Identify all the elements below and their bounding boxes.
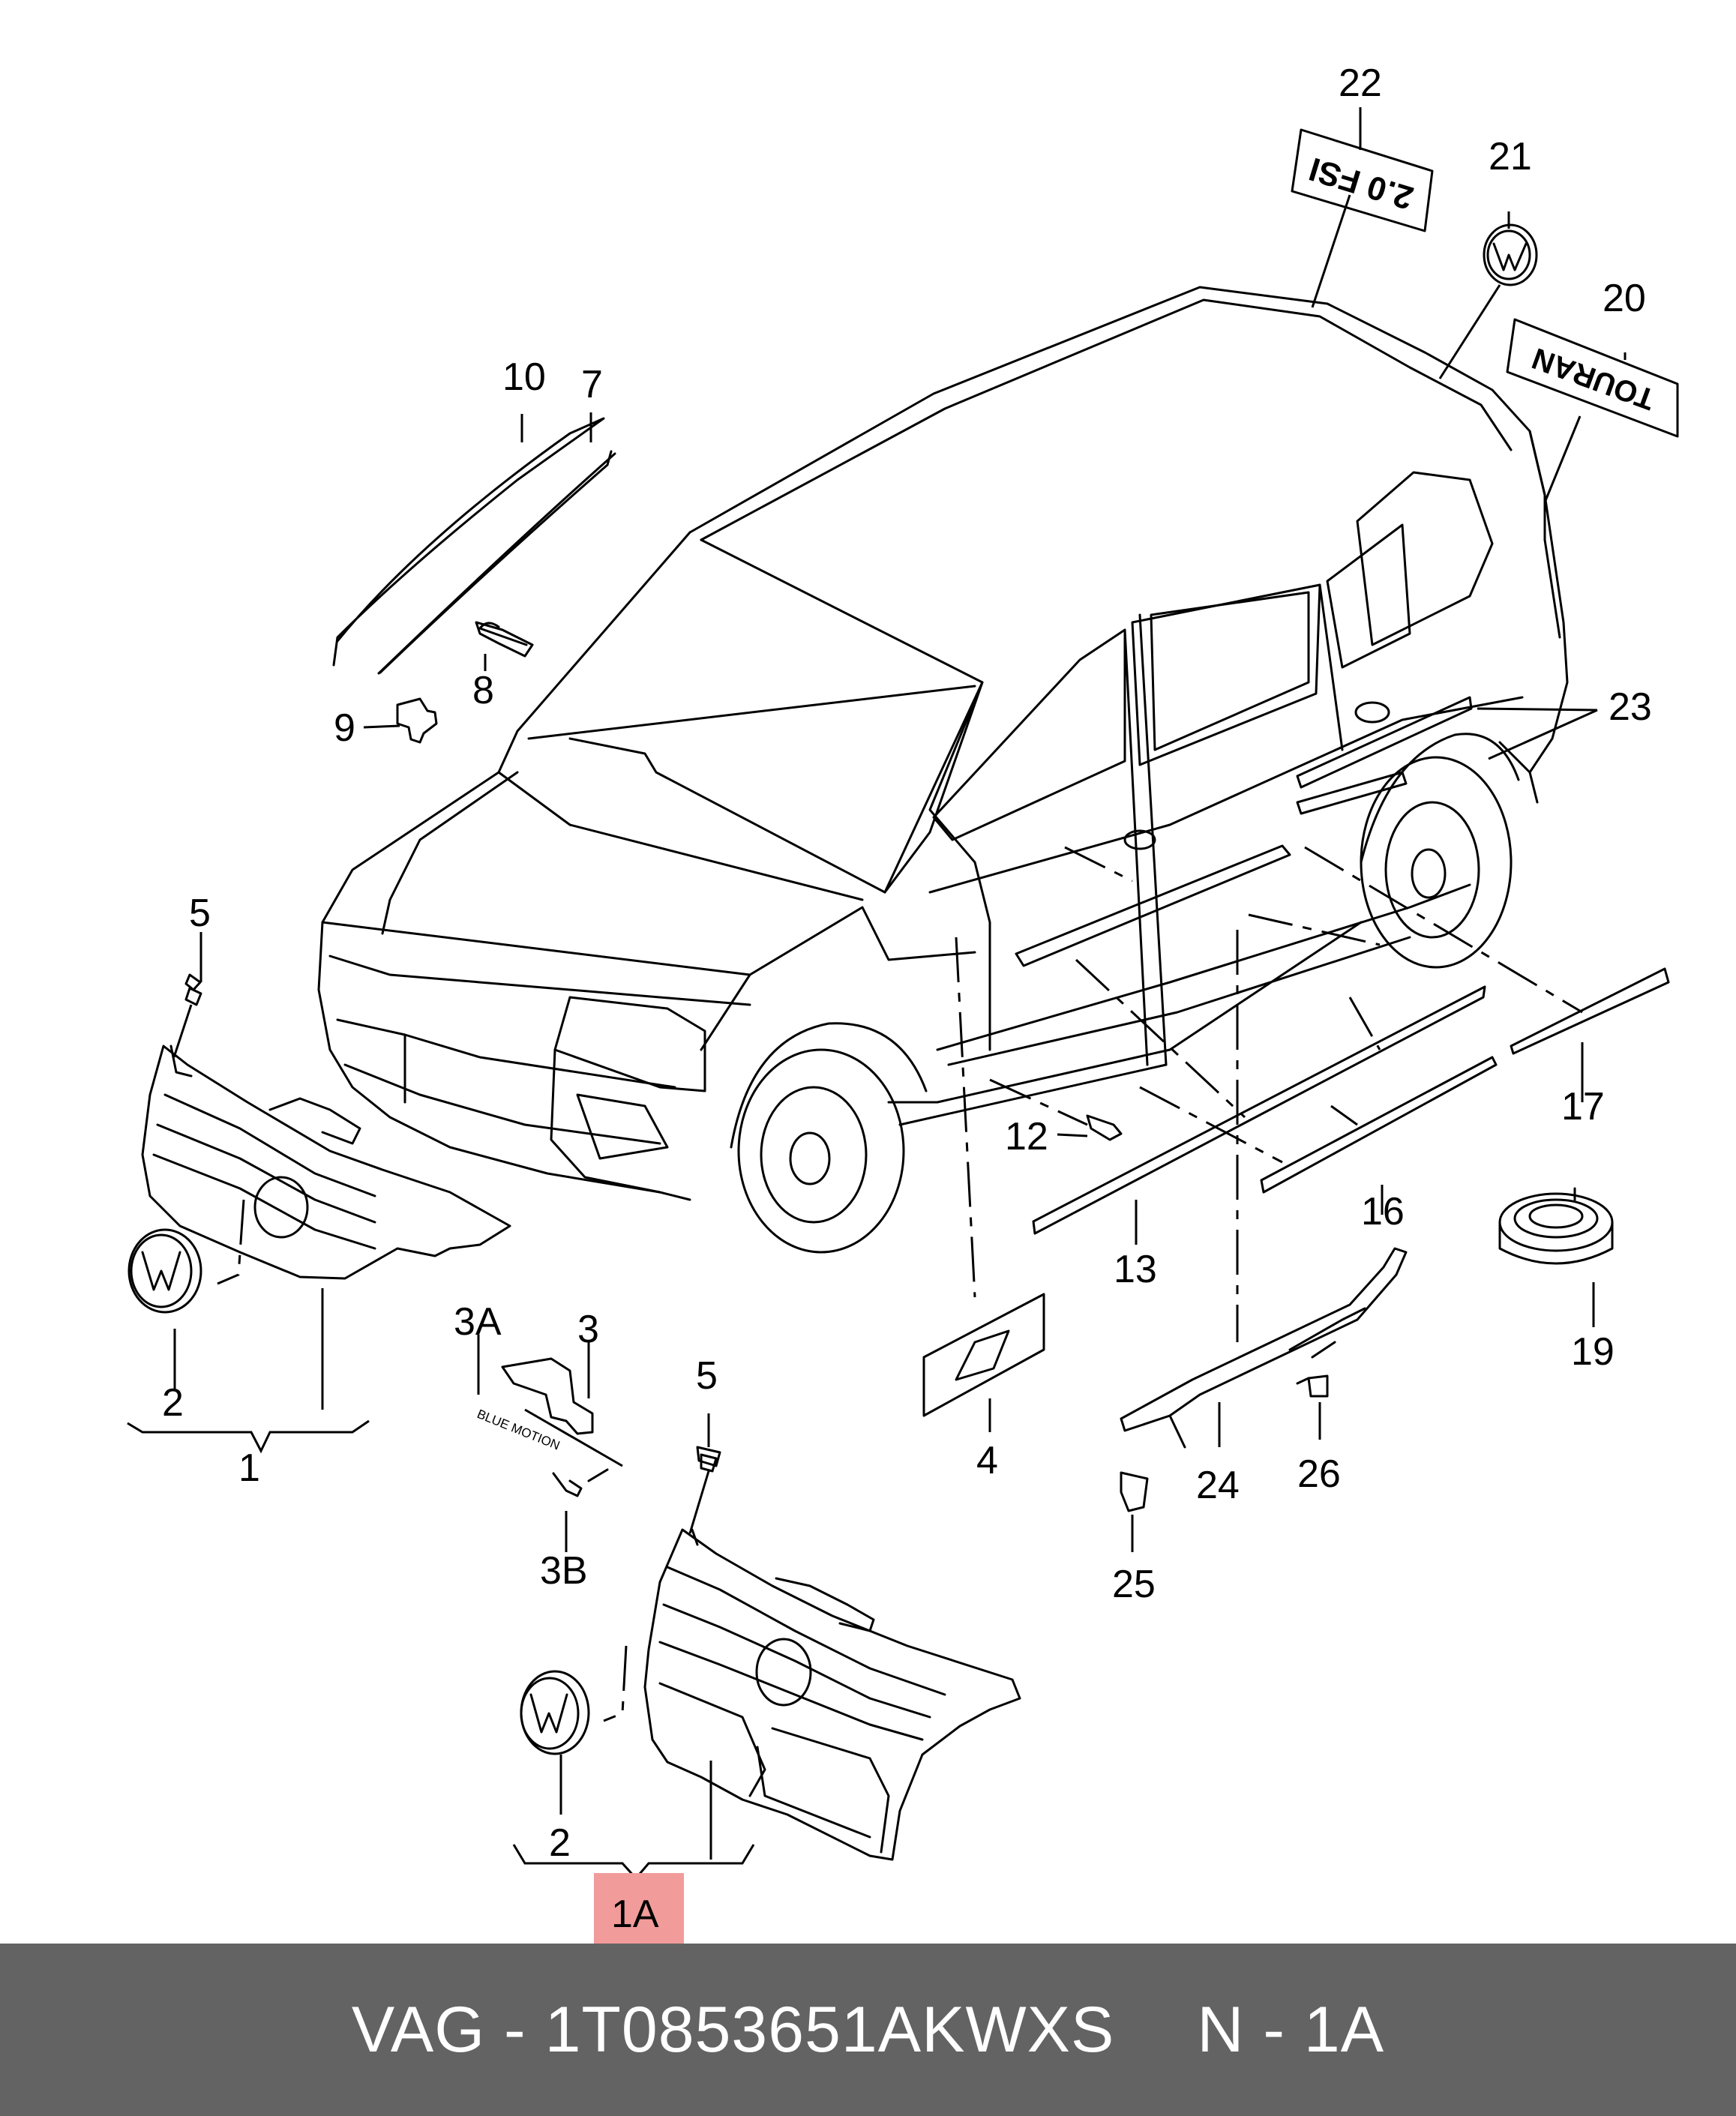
- sill-trim: [1120, 1247, 1408, 1512]
- screw-12: [1086, 1114, 1123, 1141]
- footer-ref-number: 1A: [1303, 1993, 1385, 2066]
- callout-17: 17: [1561, 1085, 1605, 1128]
- callout-16: 16: [1361, 1190, 1405, 1233]
- front-emblem-upper: [127, 1228, 202, 1314]
- r-badge: [922, 1293, 1045, 1417]
- roof-trim-strips: [332, 417, 616, 744]
- callout-1: 1: [238, 1446, 260, 1490]
- front-emblem-lower: [520, 1670, 590, 1755]
- callout-21: 21: [1489, 135, 1532, 178]
- footer-separator: -: [504, 1993, 526, 2066]
- callout-24: 24: [1196, 1464, 1240, 1507]
- callout-9: 9: [334, 706, 355, 750]
- adhesive-tape-roll: [1498, 1187, 1614, 1265]
- callout-20: 20: [1603, 277, 1646, 320]
- part-number-footer: VAG - 1T0853651AKWXS N - 1A: [0, 1944, 1736, 2116]
- bluemotion-text: BLUE MOTION: [475, 1407, 562, 1452]
- callout-25: 25: [1112, 1563, 1156, 1606]
- callout-7: 7: [581, 363, 603, 406]
- callout-12: 12: [1005, 1115, 1048, 1158]
- callout-22: 22: [1339, 61, 1382, 105]
- callout-10: 10: [502, 355, 546, 399]
- callout-23: 23: [1609, 685, 1652, 729]
- callout-19: 19: [1571, 1330, 1615, 1374]
- radiator-grille-1a: [643, 1453, 1021, 1861]
- footer-ref-separator: -: [1263, 1993, 1285, 2066]
- callout-26: 26: [1297, 1452, 1341, 1496]
- vehicle-outline: [317, 286, 1569, 1254]
- callout-5b: 5: [696, 1354, 718, 1398]
- callout-2b: 2: [549, 1821, 571, 1865]
- callout-2: 2: [162, 1381, 184, 1425]
- callout-3: 3: [577, 1308, 599, 1351]
- callout-1a: 1A: [611, 1893, 659, 1936]
- callout-13: 13: [1114, 1248, 1157, 1291]
- callout-5: 5: [189, 892, 211, 935]
- radiator-grille-1: [141, 973, 511, 1280]
- callout-3a: 3A: [454, 1300, 502, 1344]
- footer-part-number: 1T0853651AKWXS: [544, 1993, 1115, 2066]
- callout-3b: 3B: [540, 1549, 588, 1593]
- dashed-guides: [217, 846, 1583, 1722]
- highlight-box: [594, 1873, 684, 1944]
- callout-8: 8: [472, 669, 494, 712]
- bluemotion-badge: [501, 1357, 609, 1497]
- leader-lines: [127, 107, 1627, 1881]
- parts-diagram: 2.0 FSI TOURAN BLUE MOTION 22 21 20 10 7…: [127, 61, 1679, 1944]
- callout-4: 4: [976, 1439, 998, 1482]
- side-mouldings: [1015, 696, 1670, 1235]
- fasteners-5: [184, 987, 721, 1467]
- footer-ref-prefix: N: [1197, 1993, 1245, 2066]
- footer-brand: VAG: [351, 1993, 486, 2066]
- rear-badges: [1291, 128, 1679, 438]
